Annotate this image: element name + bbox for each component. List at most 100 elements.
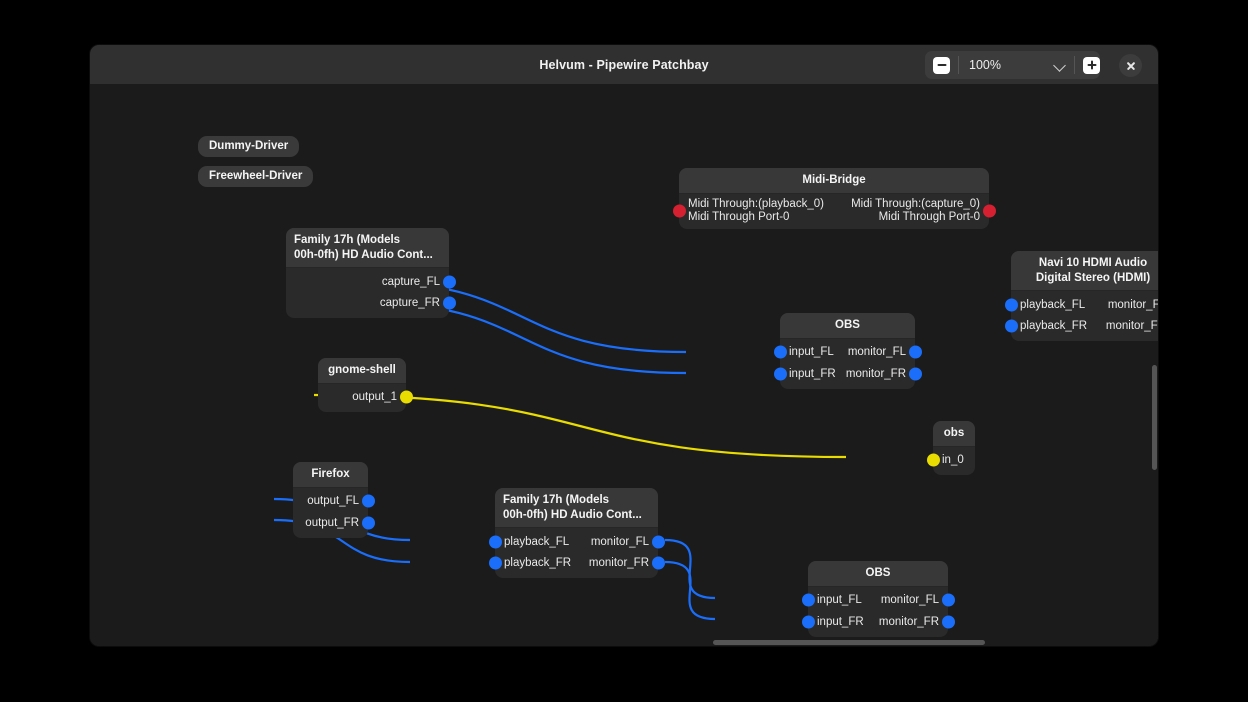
- node-title: OBS: [780, 313, 915, 339]
- node-ports: Midi Through:(playback_0) Midi Through P…: [672, 194, 996, 229]
- node-title: Navi 10 HDMI Audio Digital Stereo (HDMI): [1011, 251, 1158, 291]
- link-video[interactable]: [313, 393, 847, 459]
- node-title: gnome-shell: [318, 358, 406, 384]
- port-label-output: output_FL: [307, 495, 359, 508]
- link-audio[interactable]: [664, 538, 716, 600]
- port-row: in_0: [926, 450, 975, 472]
- zoom-level-value[interactable]: 100%: [969, 58, 1001, 72]
- driver-pill-dummy-driver[interactable]: Dummy-Driver: [198, 136, 300, 157]
- application-window: Helvum - Pipewire Patchbay 100% Midi-Bri…: [90, 45, 1158, 646]
- port-dot-input-audio[interactable]: [1004, 298, 1018, 312]
- port-dot-input-audio[interactable]: [773, 367, 787, 381]
- port-dot-input-audio[interactable]: [801, 593, 815, 607]
- node-ports: in_0: [926, 447, 975, 476]
- port-row: input_FL monitor_FL: [773, 342, 922, 364]
- window-title: Helvum - Pipewire Patchbay: [539, 58, 709, 72]
- port-label-input: input_FL: [789, 346, 834, 359]
- port-label-output: monitor_FR: [1105, 320, 1158, 333]
- port-dot-input-audio[interactable]: [773, 345, 787, 359]
- link-audio[interactable]: [664, 560, 716, 621]
- port-dot-input-video[interactable]: [926, 453, 940, 467]
- port-label-output: monitor_FR: [878, 615, 939, 628]
- port-row: capture_FL: [286, 271, 456, 293]
- node-title: obs: [933, 421, 975, 447]
- port-label-output: Midi Through:(capture_0) Midi Through Po…: [851, 198, 980, 223]
- port-dot-output-midi[interactable]: [982, 204, 996, 217]
- node-title: Family 17h (Models 00h-0fh) HD Audio Con…: [495, 488, 658, 528]
- port-dot-input-audio[interactable]: [1004, 319, 1018, 333]
- port-label-input: input_FL: [817, 594, 862, 607]
- port-label-output: output_1: [352, 391, 397, 404]
- close-icon[interactable]: [1119, 54, 1142, 77]
- port-dot-output-audio[interactable]: [442, 296, 456, 310]
- node-title: Midi-Bridge: [679, 168, 989, 194]
- port-label-input: playback_FL: [1020, 298, 1086, 311]
- node-family17h-playback[interactable]: Family 17h (Models 00h-0fh) HD Audio Con…: [488, 488, 665, 578]
- port-label-input: playback_FR: [1020, 320, 1088, 333]
- port-label-output: output_FR: [305, 516, 359, 529]
- node-navi10-hdmi[interactable]: Navi 10 HDMI Audio Digital Stereo (HDMI)…: [1004, 251, 1158, 341]
- port-row: Midi Through:(playback_0) Midi Through P…: [672, 197, 996, 225]
- port-dot-output-audio[interactable]: [908, 345, 922, 359]
- driver-pill-label: Freewheel-Driver: [209, 170, 303, 182]
- port-label-output: capture_FR: [379, 297, 440, 310]
- node-family17h-capture[interactable]: Family 17h (Models 00h-0fh) HD Audio Con…: [286, 228, 456, 318]
- port-label-output: monitor_FL: [1107, 298, 1158, 311]
- port-dot-output-audio[interactable]: [442, 275, 456, 289]
- chevron-down-icon[interactable]: [1052, 56, 1070, 74]
- port-dot-input-audio[interactable]: [801, 615, 815, 629]
- port-dot-input-audio[interactable]: [488, 535, 502, 549]
- port-label-input: playback_FR: [504, 557, 572, 570]
- zoom-out-button[interactable]: [933, 56, 950, 74]
- port-label-output: capture_FL: [381, 275, 440, 288]
- port-dot-output-video[interactable]: [399, 390, 413, 404]
- port-row: playback_FR monitor_FR: [1004, 316, 1158, 338]
- port-label-output: monitor_FL: [847, 346, 906, 359]
- port-row: output_FR: [293, 512, 375, 534]
- port-label-input: input_FR: [789, 367, 836, 380]
- port-dot-output-audio[interactable]: [941, 615, 955, 629]
- port-dot-output-audio[interactable]: [651, 535, 665, 549]
- port-dot-input-midi[interactable]: [672, 204, 686, 217]
- port-label-output: monitor_FR: [845, 367, 906, 380]
- node-obs-small[interactable]: obs in_0: [926, 421, 975, 476]
- port-label-input: Midi Through:(playback_0) Midi Through P…: [688, 198, 824, 223]
- port-label-input: playback_FL: [504, 535, 570, 548]
- port-row: playback_FL monitor_FL: [1004, 294, 1158, 316]
- zoom-separator-2: [1074, 56, 1075, 74]
- title-bar: Helvum - Pipewire Patchbay 100%: [90, 45, 1158, 85]
- port-dot-output-audio[interactable]: [651, 556, 665, 570]
- node-ports: output_1: [318, 384, 413, 413]
- port-row: capture_FR: [286, 293, 456, 315]
- driver-pill-freewheel-driver[interactable]: Freewheel-Driver: [198, 166, 314, 187]
- zoom-separator: [958, 56, 959, 74]
- node-ports: output_FL output_FR: [293, 488, 375, 538]
- node-ports: input_FL monitor_FL input_FR monitor_FR: [773, 339, 922, 389]
- zoom-in-button[interactable]: [1083, 56, 1100, 74]
- node-obs-top[interactable]: OBS input_FL monitor_FL input_FR monitor_FR: [773, 313, 922, 389]
- port-dot-output-audio[interactable]: [361, 516, 375, 530]
- port-dot-output-audio[interactable]: [908, 367, 922, 381]
- port-dot-output-audio[interactable]: [941, 593, 955, 607]
- horizontal-scrollbar[interactable]: [713, 640, 985, 645]
- node-ports: playback_FL monitor_FL playback_FR monitor_…: [1004, 291, 1158, 341]
- port-row: input_FR monitor_FR: [773, 363, 922, 385]
- node-title: OBS: [808, 561, 948, 587]
- port-dot-output-audio[interactable]: [361, 494, 375, 508]
- node-gnome-shell[interactable]: gnome-shell output_1: [318, 358, 413, 413]
- driver-pill-label: Dummy-Driver: [209, 140, 289, 152]
- port-dot-input-audio[interactable]: [488, 556, 502, 570]
- vertical-scrollbar[interactable]: [1152, 365, 1157, 470]
- port-label-input: in_0: [942, 454, 964, 467]
- port-row: output_FL: [293, 491, 375, 513]
